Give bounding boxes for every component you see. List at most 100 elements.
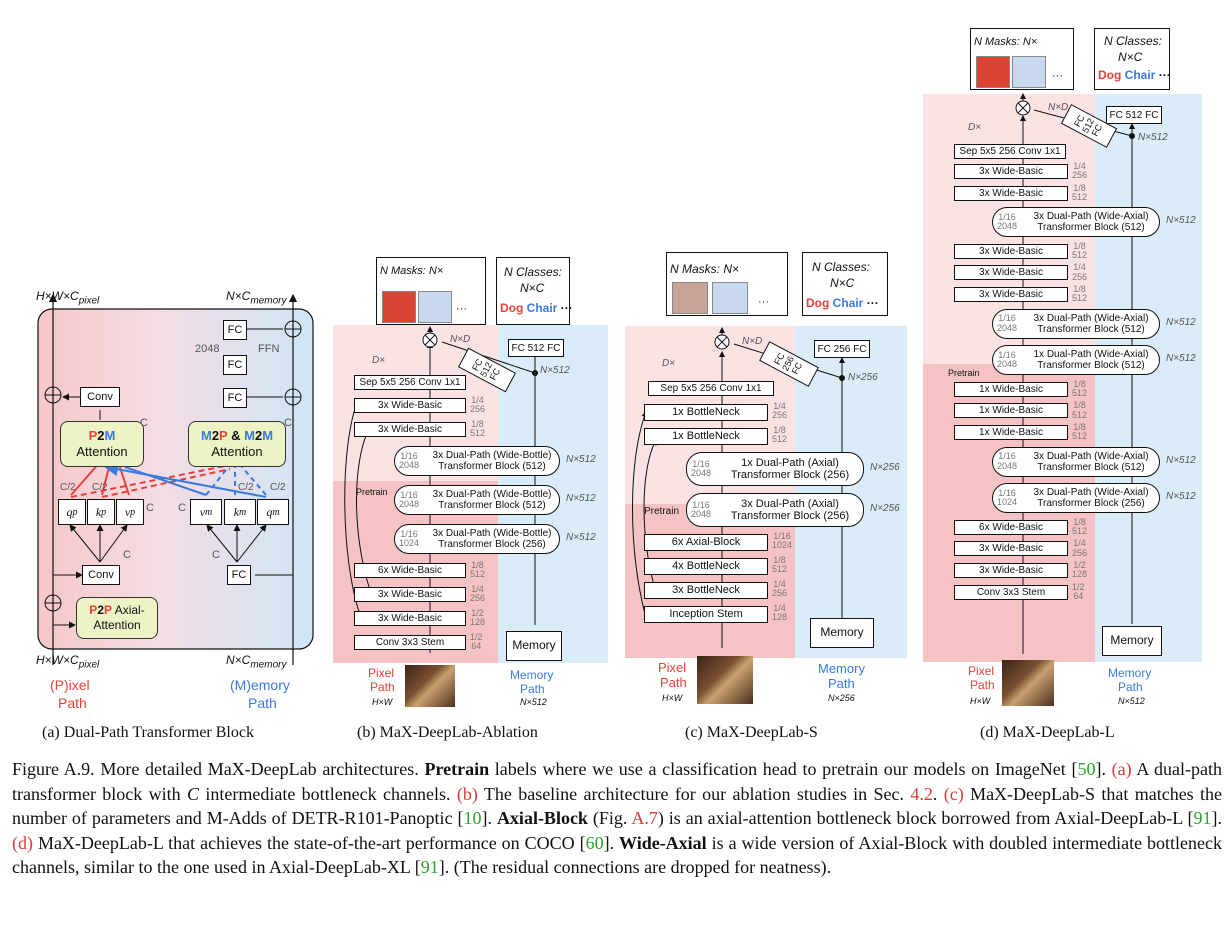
block-label: 1x Dual-Path (Axial) Transformer Block (… xyxy=(730,456,850,481)
figure-caption: Figure A.9. More detailed MaX-DeepLab ar… xyxy=(12,759,1223,877)
c2-label: C/2 xyxy=(60,482,76,493)
conv-block: 6x Axial-Block xyxy=(644,534,768,551)
c-label: C xyxy=(146,502,154,514)
panel-b-ablation: N Masks: N× ··· N Classes: N×C Dog Chair… xyxy=(330,255,620,715)
c-label: C xyxy=(123,549,131,561)
conv-block: 3x Wide-Basic xyxy=(354,587,466,602)
pixel-path: Pixel xyxy=(658,660,687,675)
sep-conv: Sep 5x5 256 Conv 1x1 xyxy=(954,144,1066,159)
block-label: 3x Dual-Path (Wide-Bottle) Transformer B… xyxy=(432,528,552,550)
fc-box: FC xyxy=(227,565,251,585)
memory-dim: N×512 xyxy=(1166,215,1196,227)
conv-block: 3x Wide-Basic xyxy=(954,265,1068,281)
input-image xyxy=(697,656,753,704)
c2-label: C/2 xyxy=(92,482,108,493)
conv-block: 3x Wide-Basic xyxy=(954,243,1068,259)
conv-block: 1x BottleNeck xyxy=(644,404,768,421)
fc-box: FC xyxy=(223,388,247,408)
n512-bottom: N×512 xyxy=(520,697,547,707)
caption-a: (a) Dual-Path Transformer Block xyxy=(42,724,254,741)
block-label: 3x Dual-Path (Wide-Axial) Transformer Bl… xyxy=(1033,450,1149,473)
n512-label: N×512 xyxy=(540,365,570,376)
mask-thumbnail xyxy=(382,291,416,323)
n256-label: N×256 xyxy=(848,372,878,383)
bottom-right-dim: N×Cmemory xyxy=(226,653,287,671)
conv-block: 3x BottleNeck xyxy=(644,582,768,599)
conv-block: 3x Wide-Basic xyxy=(954,287,1068,302)
conv-block: Conv 3x3 Stem xyxy=(954,584,1068,600)
pretrain-label: Pretrain xyxy=(644,506,680,517)
mask-thumbnail xyxy=(712,282,748,314)
top-right-dim: N×Cmemory xyxy=(226,289,287,307)
masks-label: N Masks: N× xyxy=(380,265,444,277)
c2-label: C/2 xyxy=(238,482,254,493)
memory-dim: N×512 xyxy=(566,454,596,465)
hw-label: H×W xyxy=(662,693,683,703)
c-label: C xyxy=(212,549,220,561)
pretrain-label: Pretrain xyxy=(948,368,980,378)
mask-thumbnail xyxy=(976,56,1010,88)
memory-dim: N×512 xyxy=(1166,316,1196,328)
conv-block: 1x BottleNeck xyxy=(644,428,768,445)
ellipsis: ··· xyxy=(758,296,769,308)
block-label: 3x Dual-Path (Wide-Axial) Transformer Bl… xyxy=(1033,312,1149,335)
memory-dim: N×256 xyxy=(870,462,900,473)
conv-block: 6x Wide-Basic xyxy=(354,563,466,578)
conv-block: 6x Wide-Basic xyxy=(954,519,1068,535)
c-label: C xyxy=(140,417,148,429)
top-left-dim: H×W×Cpixel xyxy=(36,289,100,307)
memory-path-2: Path xyxy=(1118,680,1143,694)
pixel-path: Pixel xyxy=(968,664,995,678)
fc-box: FC xyxy=(223,320,247,340)
memory-dim: N×512 xyxy=(1166,454,1196,466)
conv-block: Inception Stem xyxy=(644,606,768,623)
block-label: 3x Dual-Path (Axial) Transformer Block (… xyxy=(730,497,850,522)
classes-label: N Classes: xyxy=(1104,34,1163,48)
memory-path-label-2: Path xyxy=(248,695,277,711)
n256-bottom: N×256 xyxy=(828,693,855,703)
conv-block: 3x Wide-Basic xyxy=(354,422,466,437)
block-label: 3x Dual-Path (Wide-Axial) Transformer Bl… xyxy=(1033,487,1149,510)
fc-head: FC 256 FC xyxy=(814,340,870,358)
p2p-axial-attention: P2P Axial-Attention xyxy=(76,597,158,639)
nd-label: N×D xyxy=(1048,102,1069,113)
mask-thumbnail xyxy=(418,291,452,323)
input-image xyxy=(405,665,455,707)
ffn-label: FFN xyxy=(258,343,280,355)
classes-output xyxy=(1094,28,1170,90)
block-label: 3x Dual-Path (Wide-Bottle) Transformer B… xyxy=(432,489,552,511)
block-label: 3x Dual-Path (Wide-Bottle) Transformer B… xyxy=(432,450,552,472)
caption-b: (b) MaX-DeepLab-Ablation xyxy=(357,724,538,741)
ellipsis: ··· xyxy=(456,303,467,315)
c-label: C xyxy=(178,502,186,514)
fc-head: FC 512 FC xyxy=(508,339,564,357)
pixel-path-label-2: Path xyxy=(58,695,87,711)
memory-dim: N×512 xyxy=(1166,353,1196,365)
pretrain-label: Pretrain xyxy=(356,487,388,497)
hw-label: H×W xyxy=(970,696,991,706)
